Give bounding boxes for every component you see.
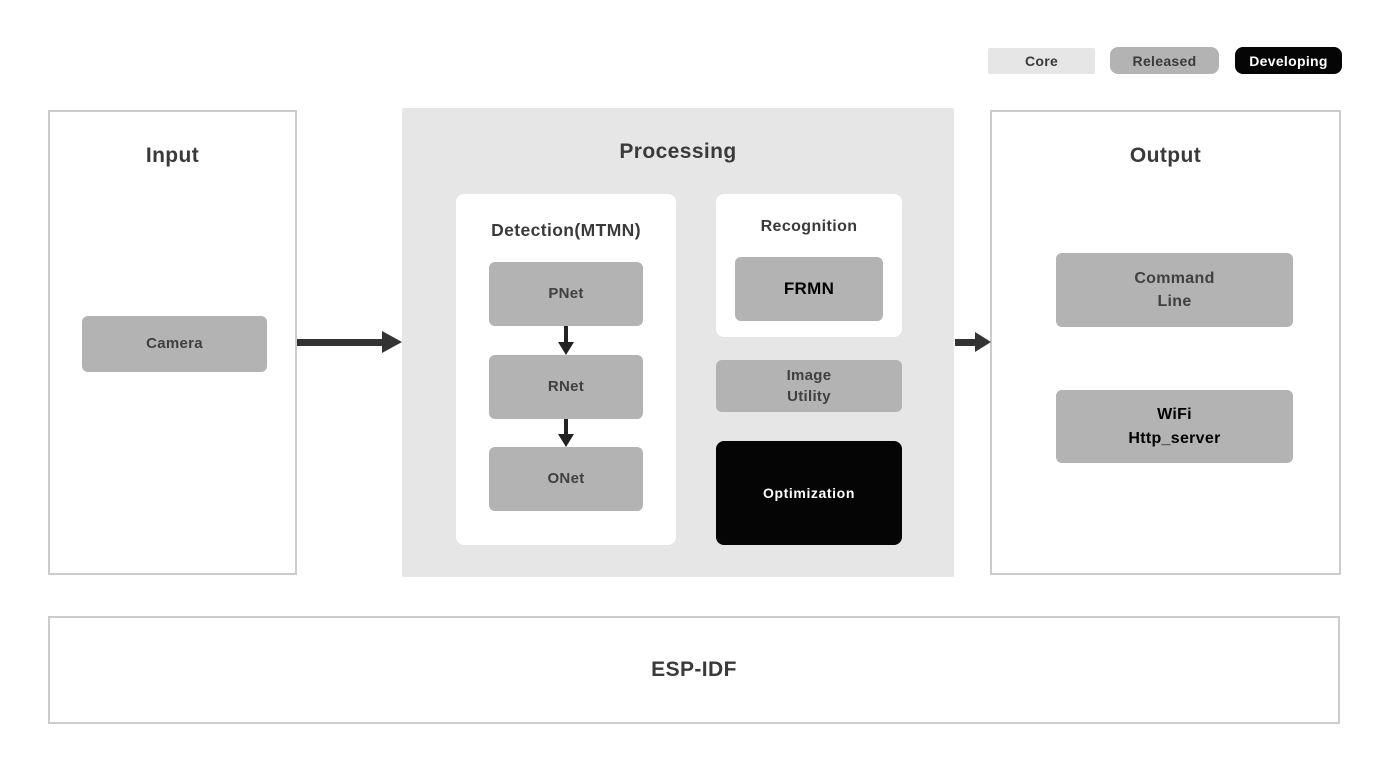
legend-core-chip: Core bbox=[988, 48, 1095, 74]
detection-title: Detection(MTMN) bbox=[491, 220, 641, 240]
camera-node: Camera bbox=[82, 316, 267, 372]
processing-panel: Processing Detection(MTMN) PNet RNet ONe… bbox=[402, 108, 954, 577]
rnet-node: RNet bbox=[489, 355, 643, 419]
detection-group: Detection(MTMN) PNet RNet ONet bbox=[456, 194, 676, 545]
processing-title: Processing bbox=[619, 140, 737, 163]
frmn-node-label: FRMN bbox=[783, 278, 835, 298]
legend-released-chip: Released bbox=[1110, 47, 1219, 74]
output-title: Output bbox=[1129, 144, 1202, 167]
arrow-rnet-to-onet bbox=[558, 419, 574, 447]
optimization-node: Optimization bbox=[716, 441, 902, 545]
arrow-line bbox=[297, 339, 382, 346]
arrow-line bbox=[564, 326, 568, 343]
input-title: Input bbox=[145, 144, 200, 167]
arrow-head-down-icon bbox=[558, 342, 574, 355]
arrow-processing-to-output bbox=[955, 332, 991, 353]
legend-developing-label: Developing bbox=[1249, 52, 1328, 69]
onet-node-label: ONet bbox=[547, 470, 585, 488]
arrow-input-to-processing bbox=[297, 331, 402, 354]
rnet-node-label: RNet bbox=[547, 378, 585, 396]
espidf-panel: ESP-IDF bbox=[48, 616, 1340, 724]
legend-developing-chip: Developing bbox=[1235, 47, 1342, 74]
command-line-node-label: Command Line bbox=[1134, 269, 1215, 310]
onet-node: ONet bbox=[489, 447, 643, 511]
image-utility-node-label: Image Utility bbox=[786, 367, 832, 405]
recognition-group: Recognition FRMN bbox=[716, 194, 902, 337]
wifi-http-server-node: WiFi Http_server bbox=[1056, 390, 1293, 463]
legend-released-label: Released bbox=[1132, 52, 1197, 69]
wifi-http-server-node-label: WiFi Http_server bbox=[1128, 406, 1221, 447]
optimization-node-label: Optimization bbox=[763, 484, 855, 501]
arrow-head-right-icon bbox=[382, 331, 402, 353]
camera-node-label: Camera bbox=[146, 335, 203, 353]
arrow-pnet-to-rnet bbox=[558, 326, 574, 355]
command-line-node: Command Line bbox=[1056, 253, 1293, 327]
pnet-node-label: PNet bbox=[548, 285, 584, 303]
arrow-line bbox=[564, 419, 568, 435]
arrow-head-right-icon bbox=[975, 332, 991, 352]
image-utility-node: Image Utility bbox=[716, 360, 902, 412]
legend-core-label: Core bbox=[1024, 53, 1059, 69]
frmn-node: FRMN bbox=[735, 257, 883, 321]
espidf-title: ESP-IDF bbox=[651, 658, 737, 681]
input-panel: Input Camera bbox=[48, 110, 297, 575]
output-panel: Output Command Line WiFi Http_server bbox=[990, 110, 1341, 575]
arrow-line bbox=[955, 339, 975, 346]
arrow-head-down-icon bbox=[558, 434, 574, 447]
recognition-title: Recognition bbox=[760, 218, 858, 235]
pnet-node: PNet bbox=[489, 262, 643, 326]
